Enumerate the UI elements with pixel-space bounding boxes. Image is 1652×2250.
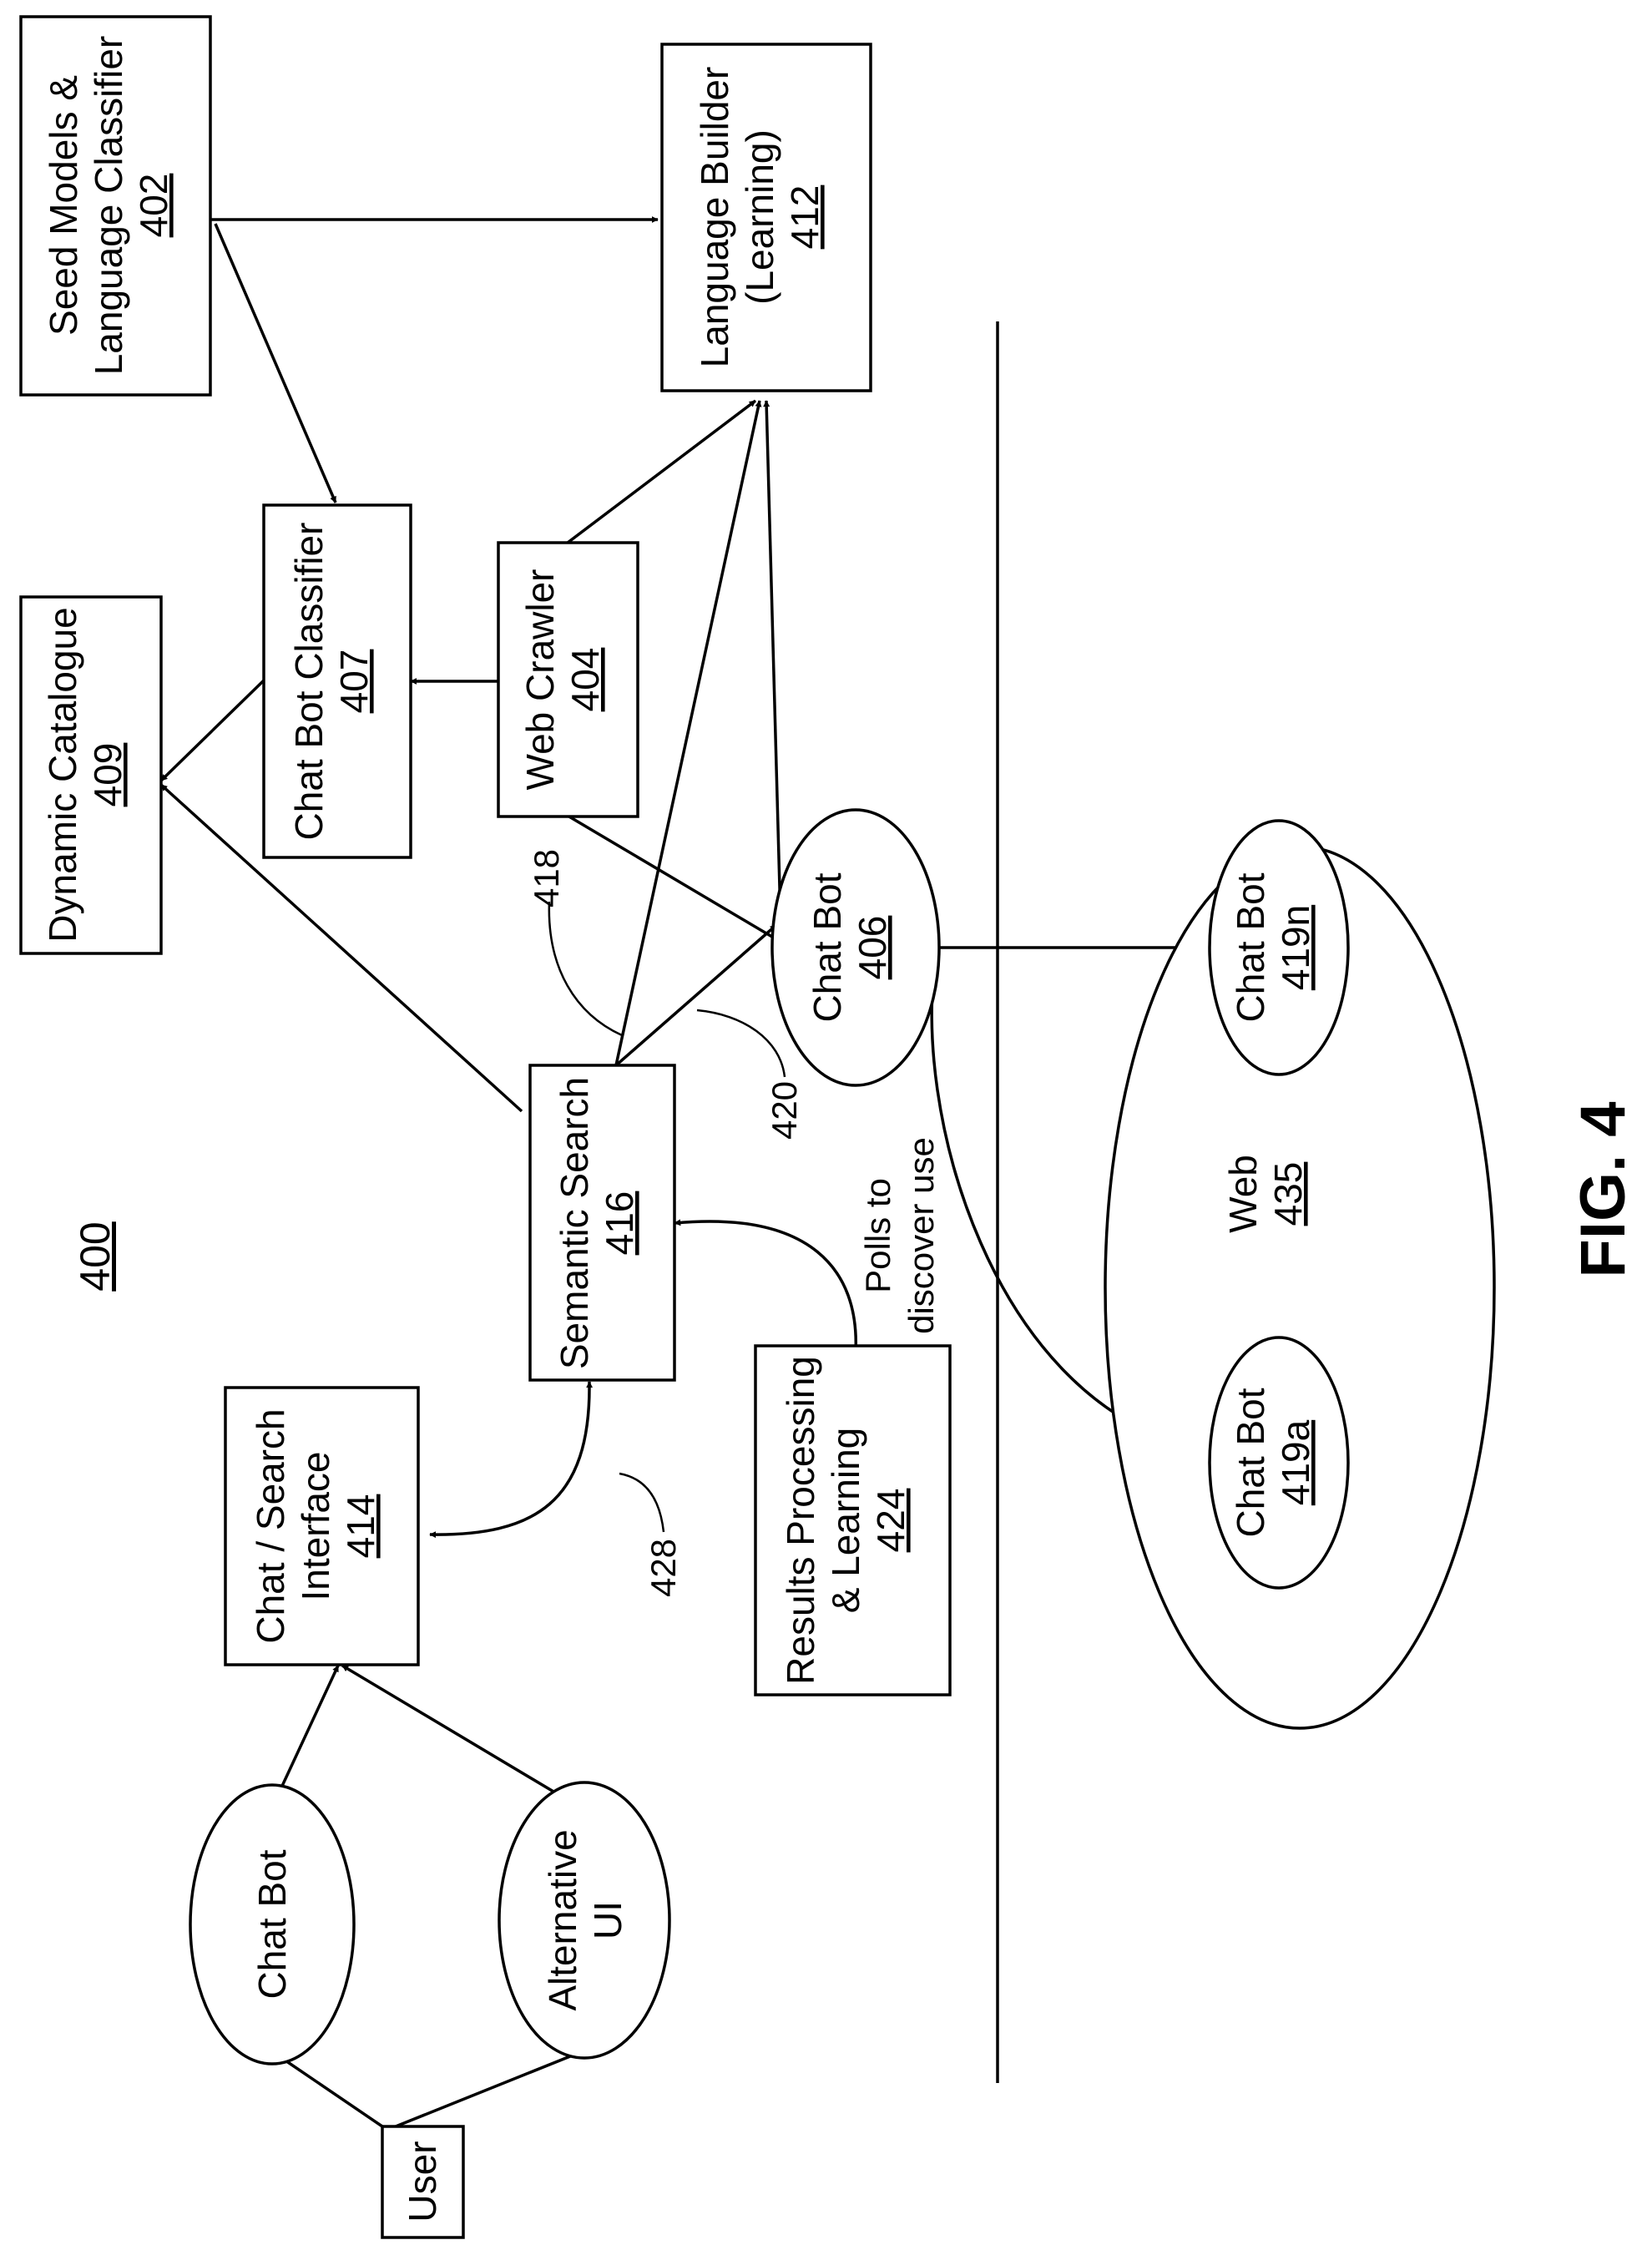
ref-418-text: 418 bbox=[527, 849, 566, 908]
alternative-ui-line-1: Alternative bbox=[541, 1829, 584, 2010]
semantic-search-ref: 416 bbox=[598, 1191, 641, 1256]
arrow-crawler-to-language-builder bbox=[568, 401, 755, 543]
arrow-user-to-altui bbox=[396, 2053, 578, 2126]
chatbot-419a-line-1: Chat Bot bbox=[1229, 1388, 1272, 1537]
chat-search-interface-line-1: Chat / Search bbox=[249, 1408, 292, 1643]
alternative-ui-node bbox=[499, 1782, 669, 2058]
web-crawler-ref: 404 bbox=[563, 648, 607, 712]
seed-models-line-2: Language Classifier bbox=[87, 36, 130, 376]
figure-caption-text: FIG. 4 bbox=[1568, 1101, 1639, 1277]
leader-420 bbox=[697, 1010, 785, 1077]
dynamic-catalogue-line-1: Dynamic Catalogue bbox=[41, 607, 84, 942]
arrow-language-builder-chatbot-406 bbox=[766, 401, 781, 918]
polls-line-1: Polls to bbox=[858, 1178, 897, 1293]
results-processing-ref: 424 bbox=[869, 1489, 912, 1553]
chatbot-user-line-1: Chat Bot bbox=[250, 1849, 294, 1999]
semantic-search-line-1: Semantic Search bbox=[553, 1077, 596, 1369]
dynamic-catalogue-ref: 409 bbox=[86, 743, 129, 807]
chat-bot-classifier-ref: 407 bbox=[332, 650, 376, 714]
arrow-user-to-chatbot bbox=[278, 2055, 382, 2126]
ref-418-label: 418 bbox=[527, 849, 566, 908]
user-label: User bbox=[401, 2141, 444, 2222]
language-builder-ref: 412 bbox=[783, 185, 826, 250]
arrow-crawler-to-chatbot-406 bbox=[568, 816, 781, 942]
chatbot-406-ref: 406 bbox=[851, 916, 894, 980]
results-processing-line-1: Results Processing bbox=[779, 1356, 822, 1685]
polls-line-2: discover use bbox=[902, 1137, 941, 1334]
chatbot-419n-line-1: Chat Bot bbox=[1229, 872, 1272, 1022]
arrow-seed-to-classifier bbox=[215, 224, 336, 503]
figure-ref-label: 400 bbox=[72, 1221, 119, 1291]
figure-caption: FIG. 4 bbox=[1568, 1101, 1639, 1277]
ref-420-text: 420 bbox=[765, 1081, 804, 1140]
arrow-altui-to-interface bbox=[342, 1666, 576, 1805]
web-crawler-line-1: Web Crawler bbox=[518, 569, 562, 791]
web-line-1: Web bbox=[1221, 1155, 1265, 1233]
chat-bot-classifier-line-1: Chat Bot Classifier bbox=[287, 523, 331, 841]
language-builder-line-1: Language Builder bbox=[693, 67, 736, 368]
polls-annotation: Polls to discover use bbox=[858, 1137, 941, 1334]
nodes bbox=[21, 17, 1494, 2237]
alternative-ui-line-2: UI bbox=[586, 1901, 629, 1939]
arrow-search-to-chatbot-406 bbox=[616, 925, 776, 1065]
chatbot-419n-ref: 419n bbox=[1274, 905, 1317, 990]
seed-models-ref: 402 bbox=[132, 174, 175, 238]
chat-search-interface-line-2: Interface bbox=[294, 1452, 337, 1601]
chatbot-419a-ref: 419a bbox=[1274, 1419, 1317, 1505]
user-line-1: User bbox=[401, 2141, 444, 2222]
language-builder-line-2: (Learning) bbox=[738, 129, 781, 305]
ref-428-text: 428 bbox=[644, 1539, 683, 1597]
leader-428 bbox=[619, 1474, 664, 1532]
arrow-search-results-processing bbox=[674, 1221, 856, 1353]
ref-428-label: 428 bbox=[644, 1539, 683, 1597]
results-processing-line-2: & Learning bbox=[824, 1428, 867, 1614]
arrow-classifier-to-catalogue bbox=[161, 680, 264, 781]
chat-search-interface-ref: 414 bbox=[339, 1494, 382, 1559]
seed-models-line-1: Seed Models & bbox=[42, 75, 85, 336]
leader-418 bbox=[549, 902, 622, 1035]
figure-ref-text: 400 bbox=[72, 1221, 119, 1291]
ref-420-label: 420 bbox=[765, 1081, 804, 1140]
chatbot-user-label: Chat Bot bbox=[250, 1849, 294, 1999]
web-ref: 435 bbox=[1266, 1162, 1310, 1226]
chatbot-406-line-1: Chat Bot bbox=[806, 872, 849, 1022]
arrow-interface-search bbox=[430, 1382, 589, 1535]
